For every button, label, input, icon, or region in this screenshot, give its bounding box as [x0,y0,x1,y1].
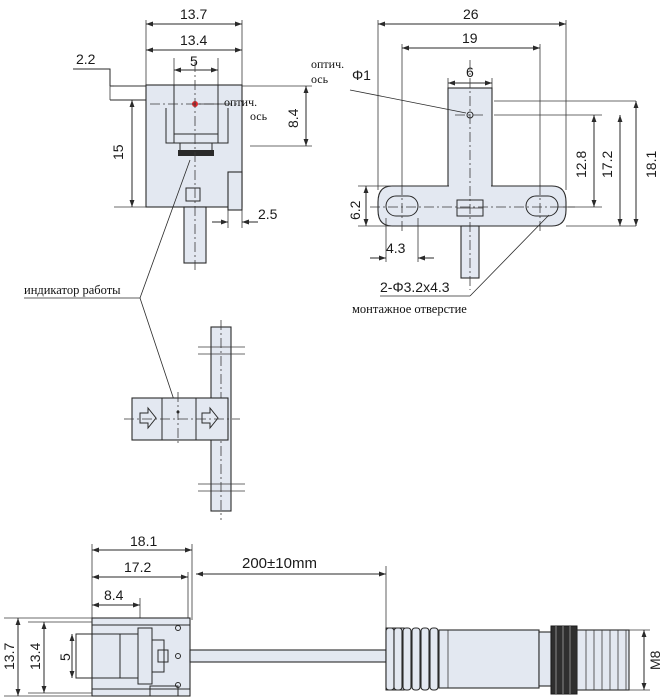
connector-grip [385,627,552,691]
dim-aperture: Φ1 [352,67,371,83]
dim-width-inner: 13.4 [180,32,207,48]
dim-height-inner: 13.4 [27,643,43,670]
dim-slot-bottom: 5 [57,653,73,661]
dim-overall-width: 26 [463,6,479,22]
dim-height: 15 [110,144,126,160]
mounting-hole-right [525,195,559,217]
dim-mid-height: 17.2 [599,151,615,178]
top-right-front-view: 26 19 6 Φ1 оптич. ось [311,6,659,316]
connector-nut [550,625,578,695]
mounting-hole-spec: 2-Φ3.2x4.3 [380,279,450,295]
dim-slot-width-front: 6 [466,64,474,80]
dim-axis-bottom: 8.4 [104,587,124,603]
beam-arrow-left [139,406,157,430]
middle-top-view [124,320,245,520]
indicator-callout: индикатор работы [24,159,191,413]
mounting-flange [377,185,567,227]
connector-thread-label: M8 [647,650,663,670]
dim-offset-left: 2.2 [76,51,96,67]
dim-total-height: 18.1 [643,151,659,178]
cable [189,649,387,663]
dim-axis-height: 12.8 [573,151,589,178]
dim-width-outer: 13.7 [180,6,207,22]
dim-step: 2.5 [258,206,278,222]
cable-stub-front [460,225,480,279]
bottom-plan-view: 18.1 17.2 8.4 200±10mm 13.7 13.4 [1,533,663,697]
cable-length: 200±10mm [242,555,317,572]
indicator-window-bottom [157,649,169,663]
dim-flange-height: 6.2 [347,200,363,220]
mounting-hole-note: монтажное отверстие [352,302,467,316]
dim-length-outer: 18.1 [130,533,157,549]
indicator-note: индикатор работы [24,283,121,297]
dim-height-outer: 13.7 [1,643,17,670]
dim-length-inner: 17.2 [124,559,151,575]
optical-axis-note-front-line2: ось [311,72,329,86]
indicator-window-side [185,187,201,202]
optical-axis-note-line2: ось [250,109,268,123]
dim-optical-axis: 8.4 [285,108,301,128]
beam-arrow-right [201,406,219,430]
side-tab [227,171,243,211]
top-left-side-view: 13.7 13.4 5 2.2 15 [73,6,312,270]
dim-hole-spacing: 19 [462,30,478,46]
connector-thread [576,629,630,691]
optical-axis-note-line1: оптич. [224,95,257,109]
dim-slot-width: 5 [190,53,198,69]
optical-axis-note-front-line1: оптич. [311,57,344,71]
dim-hole-offset: 4.3 [386,240,406,256]
